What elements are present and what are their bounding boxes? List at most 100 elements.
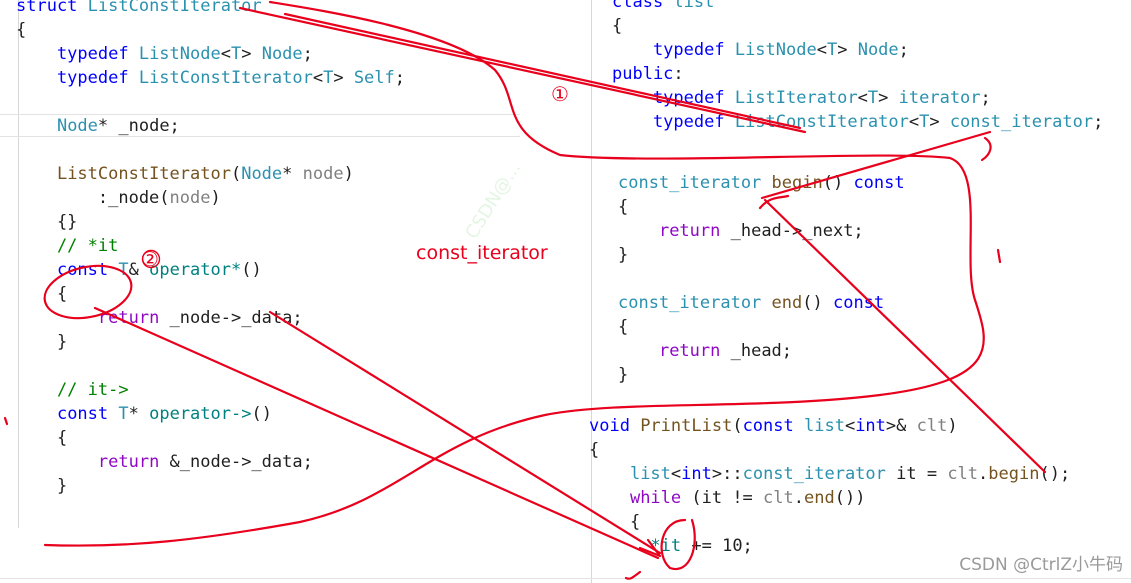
code-token: const: [853, 173, 905, 193]
code-token: struct: [16, 0, 88, 16]
arrow-typedef-head: [980, 136, 992, 162]
code-token: ();: [1039, 464, 1071, 484]
code-line: // it->: [16, 378, 576, 402]
code-line: }: [16, 474, 576, 498]
code-token: PrintList: [640, 416, 733, 436]
code-line: void PrintList(const list<int>& clt): [589, 414, 1109, 438]
code-line: }: [618, 243, 1068, 267]
code-token: ;: [980, 88, 991, 108]
code-token: ListIterator: [734, 88, 858, 108]
code-line: struct ListConstIterator: [16, 0, 576, 18]
code-token: *it: [650, 536, 682, 556]
code-token: :_node(: [16, 188, 170, 208]
code-token: list: [803, 416, 845, 436]
tick-left: [3, 416, 9, 426]
code-token: return: [97, 308, 170, 328]
code-token: :: [673, 64, 684, 84]
code-token: <: [670, 464, 682, 484]
code-token: *: [282, 164, 303, 184]
code-token: operator->: [149, 404, 252, 424]
code-token: * _node;: [97, 116, 180, 136]
marker-2-annotation: ②: [141, 247, 159, 271]
code-line: {: [612, 14, 1131, 38]
code-token: const: [56, 404, 119, 424]
code-token: Self: [353, 68, 395, 88]
separator-bottom: [0, 578, 1131, 579]
code-line: {: [16, 426, 576, 450]
code-line: public:: [612, 62, 1131, 86]
code-token: Node: [56, 116, 98, 136]
code-token: (): [822, 173, 854, 193]
code-token: += 10;: [681, 536, 753, 556]
code-token: const: [832, 293, 885, 313]
code-token: >: [333, 68, 354, 88]
code-token: int: [855, 416, 886, 436]
code-line: typedef ListNode<T> Node;: [16, 42, 576, 66]
code-line: {: [589, 438, 1109, 462]
code-token: T: [118, 404, 129, 424]
code-token: (: [230, 164, 242, 184]
code-token: ): [210, 188, 221, 208]
code-token: ;: [394, 68, 406, 88]
code-token: list: [673, 0, 715, 12]
code-line: Node* _node;: [16, 114, 576, 138]
code-token: list: [629, 464, 671, 484]
code-token: *: [128, 404, 150, 424]
code-token: T: [230, 44, 242, 64]
code-line: return _node->_data;: [16, 306, 576, 330]
code-token: const: [56, 260, 119, 280]
code-token: end: [771, 293, 803, 313]
code-token: (it !=: [691, 488, 764, 508]
code-token: {: [618, 317, 629, 337]
code-token: &_node->_data;: [169, 452, 313, 472]
code-token: {: [16, 284, 68, 304]
code-token: Node: [261, 44, 303, 64]
code-token: iterator: [898, 88, 981, 108]
code-token: .: [793, 488, 804, 508]
code-token: [16, 404, 57, 424]
code-token: node: [169, 188, 211, 208]
code-token: class: [612, 0, 674, 12]
code-token: }: [618, 365, 629, 385]
code-token: (): [241, 260, 262, 280]
code-token: const_iterator: [618, 293, 772, 313]
code-token: return: [658, 221, 731, 241]
code-token: end: [804, 488, 835, 508]
code-line: [16, 138, 576, 162]
code-token: [589, 536, 650, 556]
code-token: (): [251, 404, 272, 424]
code-token: Node: [857, 40, 899, 60]
code-token: [16, 116, 57, 136]
code-token: typedef: [16, 44, 139, 64]
code-token: (): [802, 293, 833, 313]
code-token: ListNode: [138, 44, 221, 64]
code-token: T: [867, 88, 879, 108]
code-panel-begin-end: const_iterator begin() const{ return _he…: [618, 171, 1068, 393]
code-line: {: [618, 315, 1068, 339]
code-token: typedef: [612, 112, 735, 132]
code-line: return &_node->_data;: [16, 450, 576, 474]
code-line: list<int>::const_iterator it = clt.begin…: [589, 462, 1109, 486]
code-token: T: [323, 68, 334, 88]
code-token: T: [826, 40, 838, 60]
code-token: [618, 341, 659, 361]
code-token: Node: [241, 164, 283, 184]
code-token: [16, 164, 57, 184]
code-token: begin: [988, 464, 1040, 484]
code-token: >: [837, 40, 858, 60]
code-line: {: [618, 195, 1068, 219]
code-token: >: [878, 88, 899, 108]
code-token: ListNode: [734, 40, 817, 60]
code-token: <: [312, 68, 324, 88]
code-token: T: [919, 112, 930, 132]
code-token: const_iterator: [742, 464, 897, 484]
code-token: return: [658, 341, 731, 361]
code-line: typedef ListIterator<T> iterator;: [612, 86, 1131, 110]
code-token: ): [947, 416, 958, 436]
code-token: [16, 308, 98, 328]
code-token: >: [929, 112, 950, 132]
code-token: (: [732, 416, 743, 436]
code-token: typedef: [16, 68, 139, 88]
code-token: {: [612, 16, 623, 36]
code-token: begin: [771, 173, 823, 193]
